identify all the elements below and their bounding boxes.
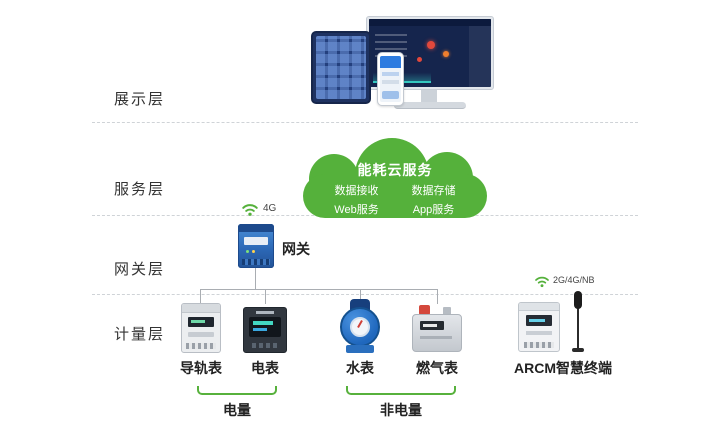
- tablet-screen: [316, 36, 366, 99]
- dashboard-side-panel: [469, 26, 491, 87]
- gateway-wireless-label: 4G: [263, 203, 277, 214]
- bracket-non-electric: [346, 386, 456, 395]
- water-meter-base: [346, 345, 374, 353]
- layer-divider: [92, 294, 638, 295]
- map-heat-dot: [427, 41, 435, 49]
- gas-meter: [412, 305, 462, 353]
- layer-label-metering: 计量层: [114, 326, 166, 343]
- gas-valve: [419, 305, 430, 315]
- meter-digits: [423, 324, 437, 327]
- meter-digits: [253, 321, 273, 325]
- meter-brand-strip: [256, 311, 274, 314]
- cloud-shape: [303, 174, 487, 218]
- connector-line: [437, 289, 438, 304]
- connector-line: [265, 289, 266, 304]
- phone-app-row: [382, 80, 399, 84]
- label-water-meter: 水表: [346, 360, 374, 376]
- connector-line: [360, 289, 361, 304]
- bracket-electric: [197, 386, 277, 395]
- gateway-label-slot: [244, 237, 268, 245]
- gateway-led: [246, 250, 249, 253]
- gateway-top: [238, 224, 274, 232]
- connector-line: [200, 289, 201, 304]
- label-electric-meter: 电表: [251, 360, 279, 376]
- label-gas-meter: 燃气表: [416, 360, 458, 376]
- meter-top: [182, 304, 220, 313]
- layer-label-service: 服务层: [114, 181, 166, 198]
- arcm-wireless-label: 2G/4G/NB: [553, 275, 595, 285]
- meter-buttons: [252, 343, 278, 348]
- tablet: [311, 31, 371, 104]
- group-label-electric: 电量: [223, 402, 251, 418]
- phone-app-footer: [382, 91, 399, 99]
- cloud-services: 数据接收 数据存储 Web服务 App服务: [321, 182, 469, 217]
- meter-buttons: [188, 332, 214, 337]
- antenna-base: [572, 348, 584, 352]
- label-arcm-terminal: ARCM智慧终端: [514, 360, 612, 376]
- connector-bus: [200, 289, 438, 290]
- water-meter-dial: [350, 317, 370, 337]
- phone-screen: [380, 56, 401, 102]
- meter-digits: [191, 320, 205, 323]
- meter-detail-line: [420, 336, 452, 339]
- layer-label-gateway: 网关层: [114, 261, 166, 278]
- cloud-service-data-receive: 数据接收: [334, 185, 379, 197]
- connector-line: [255, 268, 256, 289]
- layer-divider: [92, 122, 638, 123]
- gas-pipe-stub: [443, 307, 451, 315]
- device-terminals: [524, 342, 554, 348]
- dashboard-topbar: [369, 19, 491, 26]
- gateway-terminals: [242, 259, 270, 265]
- cloud-service-web: Web服务: [334, 204, 379, 216]
- arcm-terminal-device: [518, 302, 560, 352]
- monitor-stand-base: [394, 102, 466, 109]
- meter-digits: [253, 328, 267, 331]
- gateway-led: [252, 250, 255, 253]
- device-detail-line: [526, 331, 552, 335]
- wifi-icon: [241, 201, 259, 217]
- cloud-service-data-storage: 数据存储: [411, 185, 456, 197]
- phone-app-row: [382, 72, 399, 76]
- antenna-tip: [574, 291, 582, 309]
- antenna: [577, 296, 579, 350]
- electric-meter: [243, 307, 287, 353]
- phone: [377, 52, 404, 106]
- din-rail-meter: [181, 303, 221, 353]
- meter-display: [249, 317, 281, 337]
- map-heat-dot: [417, 57, 422, 62]
- cloud-service-app: App服务: [412, 204, 455, 216]
- layer-label-display: 展示层: [114, 91, 166, 108]
- group-label-non-electric: 非电量: [380, 402, 422, 418]
- monitor-stand-neck: [421, 90, 437, 103]
- device-digits: [529, 319, 545, 322]
- cloud-title: 能耗云服务: [357, 162, 433, 178]
- gas-meter-body: [412, 314, 462, 352]
- water-meter: [336, 299, 384, 353]
- energy-cloud: 能耗云服务 数据接收 数据存储 Web服务 App服务: [303, 138, 487, 218]
- meter-terminals: [186, 343, 216, 349]
- map-heat-dot: [443, 51, 449, 57]
- gateway-label: 网关: [282, 241, 310, 257]
- label-rail-meter: 导轨表: [180, 360, 222, 376]
- device-top: [519, 303, 559, 311]
- phone-app-header: [380, 56, 401, 68]
- wifi-icon: [534, 274, 550, 288]
- gateway-device: [238, 224, 274, 268]
